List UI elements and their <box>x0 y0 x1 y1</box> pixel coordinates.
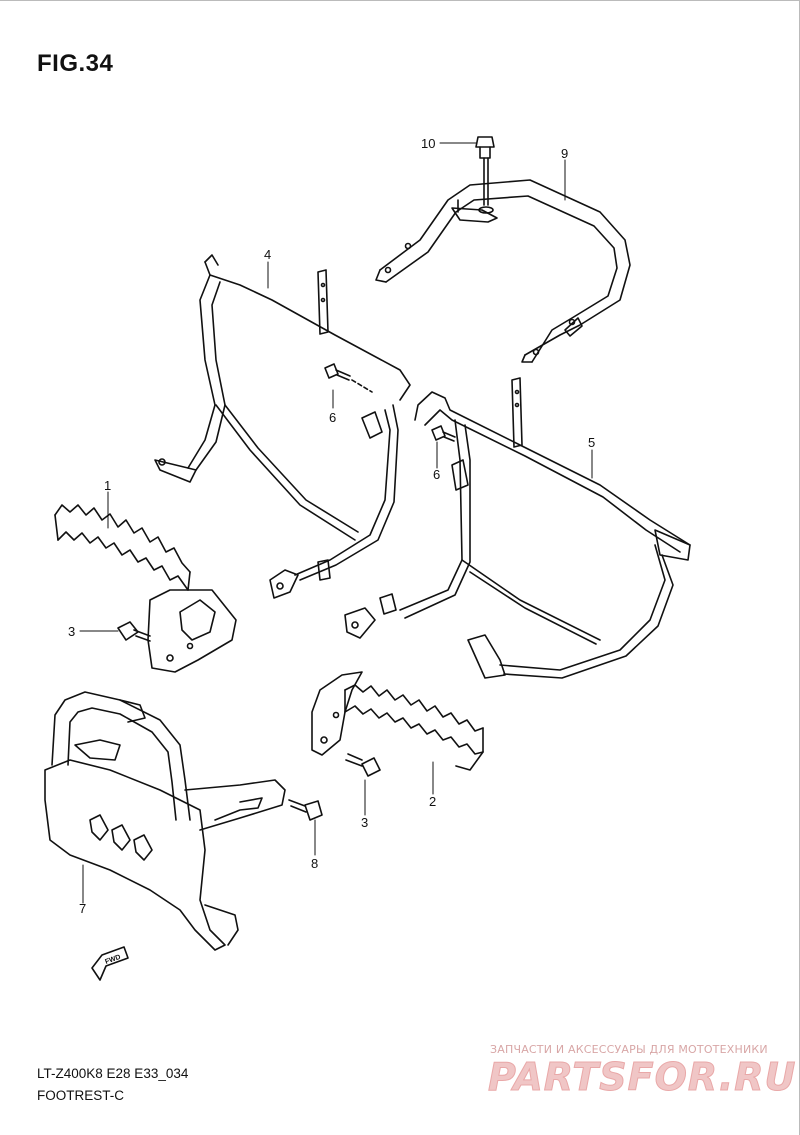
figure-title: FIG.34 <box>37 50 114 77</box>
part-7-front-guard[interactable] <box>44 691 286 951</box>
part-6-bolt-b[interactable] <box>431 425 456 442</box>
callout-7[interactable]: 7 <box>79 901 86 916</box>
part-10-bolt[interactable] <box>475 136 495 214</box>
part-2-right-footpeg[interactable] <box>311 671 484 771</box>
callout-10[interactable]: 10 <box>421 136 435 151</box>
fwd-arrow-icon: FWD <box>91 946 129 981</box>
watermark-logo: PARTSFOR.RU <box>487 1055 797 1100</box>
callout-4[interactable]: 4 <box>264 247 271 262</box>
callout-6[interactable]: 6 <box>329 410 336 425</box>
leader-lines <box>79 142 593 904</box>
part-3-bolt-b[interactable] <box>345 753 381 777</box>
part-3-bolt-a[interactable] <box>117 621 151 642</box>
callout-3[interactable]: 3 <box>68 624 75 639</box>
part-5-right-frame[interactable] <box>344 377 691 679</box>
model-code: LT-Z400K8 E28 E33_034 <box>37 1066 189 1081</box>
callout-2[interactable]: 2 <box>429 794 436 809</box>
callout-9[interactable]: 9 <box>561 146 568 161</box>
callout-3[interactable]: 3 <box>361 815 368 830</box>
callout-8[interactable]: 8 <box>311 856 318 871</box>
part-4-left-frame[interactable] <box>154 254 411 599</box>
part-6-bolt-a[interactable] <box>324 363 373 393</box>
figure-subtitle: FOOTREST-C <box>37 1088 124 1103</box>
part-9-rear-bracket[interactable] <box>375 179 631 363</box>
callout-5[interactable]: 5 <box>588 435 595 450</box>
part-8-bolt[interactable] <box>288 799 323 821</box>
watermark-tagline: ЗАПЧАСТИ И АКСЕССУАРЫ ДЛЯ МОТОТЕХНИКИ <box>490 1043 768 1056</box>
callout-1[interactable]: 1 <box>104 478 111 493</box>
part-1-left-footpeg[interactable] <box>54 504 237 673</box>
callout-6[interactable]: 6 <box>433 467 440 482</box>
